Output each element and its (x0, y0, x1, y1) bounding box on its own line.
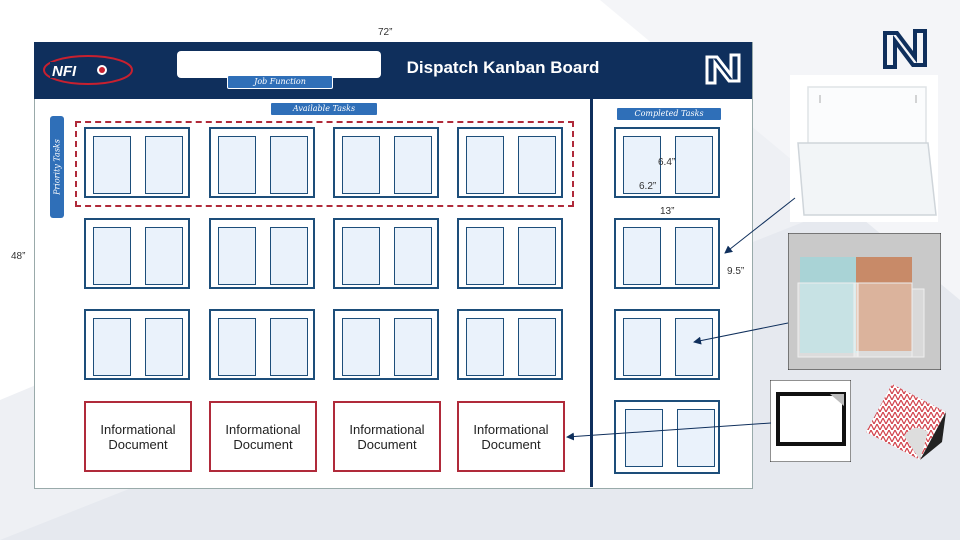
completed-task-holder (614, 400, 720, 474)
task-pocket (93, 318, 131, 376)
task-pocket (342, 136, 380, 194)
task-pocket (218, 227, 256, 285)
board-title: Dispatch Kanban Board (406, 58, 600, 77)
task-pocket (394, 136, 432, 194)
task-pocket (270, 227, 308, 285)
task-pocket (394, 227, 432, 285)
priority-tasks-tag: Priority Tasks (50, 116, 64, 218)
logo-text: NFI (52, 63, 77, 80)
available-task-holder (333, 218, 439, 289)
available-task-holder (457, 309, 563, 380)
task-pocket (145, 318, 183, 376)
informational-document: Informational Document (457, 401, 565, 472)
completed-task-holder (614, 218, 720, 289)
pocket-width-dimension: 6.2” (639, 181, 657, 192)
task-pocket (394, 318, 432, 376)
double-pocket-holder-photo (788, 233, 941, 370)
task-pocket (145, 227, 183, 285)
available-task-holder (209, 309, 315, 380)
acrylic-holder-photo (790, 75, 938, 222)
task-pocket (145, 136, 183, 194)
available-task-holder (333, 127, 439, 198)
available-task-holder (209, 127, 315, 198)
available-task-holder (209, 218, 315, 289)
board-height-dimension: 48” (11, 251, 26, 262)
task-pocket (675, 318, 713, 376)
task-pocket (518, 136, 556, 194)
task-pocket (93, 227, 131, 285)
available-task-holder (457, 218, 563, 289)
board-width-dimension: 72” (378, 27, 393, 38)
available-task-holder (84, 127, 190, 198)
task-pocket (93, 136, 131, 194)
n-brand-logo-icon (883, 29, 927, 69)
task-pocket (623, 227, 661, 285)
column-divider (590, 99, 593, 487)
task-pocket (466, 136, 504, 194)
informational-document: Informational Document (209, 401, 317, 472)
task-pocket (518, 227, 556, 285)
task-pocket (342, 227, 380, 285)
task-pocket (466, 318, 504, 376)
task-pocket (623, 136, 661, 194)
magnetic-frame-photo (770, 380, 851, 462)
holder-width-dimension: 13” (660, 206, 675, 217)
available-task-holder (457, 127, 563, 198)
job-function-tag: Job Function (227, 75, 333, 89)
board-header (34, 42, 752, 99)
task-pocket (466, 227, 504, 285)
task-pocket (675, 227, 713, 285)
task-pocket (623, 318, 661, 376)
available-task-holder (84, 309, 190, 380)
task-pocket (270, 136, 308, 194)
pocket-height-dimension: 6.4” (658, 157, 676, 168)
task-pocket (677, 409, 715, 467)
task-pocket (270, 318, 308, 376)
task-pocket (342, 318, 380, 376)
completed-task-holder (614, 309, 720, 380)
completed-task-holder (614, 127, 720, 198)
task-pocket (675, 136, 713, 194)
task-pocket (218, 318, 256, 376)
holder-height-dimension: 9.5” (727, 266, 745, 277)
task-pocket (218, 136, 256, 194)
magnetic-sheet-photo (866, 384, 946, 460)
job-function-field[interactable] (177, 51, 381, 78)
task-pocket (625, 409, 663, 467)
available-tasks-tag: Available Tasks (270, 102, 378, 116)
completed-tasks-tag: Completed Tasks (616, 107, 722, 121)
available-task-holder (333, 309, 439, 380)
informational-document: Informational Document (333, 401, 441, 472)
nfi-logo: NFI (43, 55, 133, 85)
priority-tasks-zone (75, 121, 574, 207)
task-pocket (518, 318, 556, 376)
informational-document: Informational Document (84, 401, 192, 472)
n-logo-icon (705, 53, 741, 85)
available-task-holder (84, 218, 190, 289)
